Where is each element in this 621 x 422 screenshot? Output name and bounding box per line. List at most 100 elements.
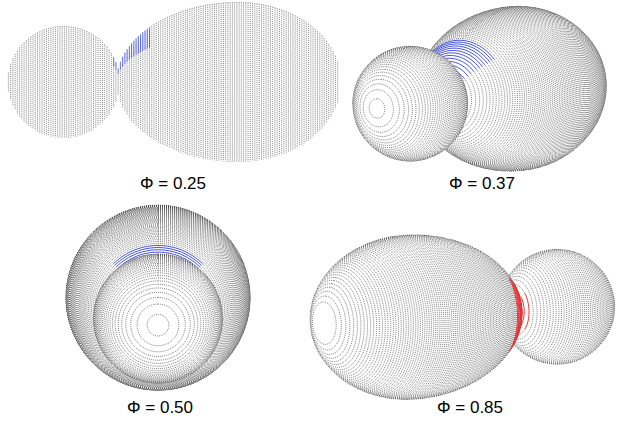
ring-mask: [46, 29, 47, 136]
ring-line: [70, 215, 245, 389]
surface-ring: [272, 7, 273, 158]
ring-line: [118, 73, 119, 95]
surface-ring: [72, 217, 244, 388]
ring-mask: [353, 62, 425, 151]
surface-ring: [111, 53, 112, 111]
surface-ring: [73, 218, 243, 387]
ring-line: [104, 44, 105, 120]
surface-ring: [324, 38, 325, 126]
surface-ring: [17, 50, 18, 113]
ring-mask: [337, 61, 338, 102]
ring-mask: [101, 265, 215, 378]
ring-line: [131, 58, 132, 121]
ring-line: [169, 16, 170, 148]
ring-line: [95, 257, 222, 383]
ring-mask: [259, 4, 260, 161]
ring-mask: [74, 220, 241, 387]
ring-line: [274, 7, 275, 156]
ring-mask: [62, 26, 63, 138]
surface-ring: [26, 40, 27, 124]
ring-mask: [110, 275, 206, 371]
ring-line: [187, 9, 188, 155]
ring-line: [100, 40, 101, 125]
ring-mask: [322, 36, 323, 129]
ring-mask: [207, 5, 208, 160]
ring-mask: [102, 267, 213, 378]
ring-line: [10, 64, 11, 100]
ring-mask: [369, 99, 385, 118]
ring-line: [73, 218, 243, 387]
ring-line: [115, 69, 116, 102]
ring-mask: [66, 207, 250, 390]
surface-ring: [131, 297, 186, 351]
surface-ring: [66, 208, 249, 390]
ring-mask: [66, 208, 249, 390]
star-spot: [136, 38, 137, 54]
ring-mask: [131, 43, 132, 120]
surface-ring: [326, 41, 327, 123]
ring-line: [80, 227, 237, 383]
ring-mask: [66, 207, 250, 390]
surface-ring: [73, 27, 74, 137]
ring-line: [72, 217, 245, 389]
ring-line: [290, 13, 291, 151]
surface-ring: [118, 284, 198, 363]
surface-ring: [59, 26, 60, 138]
ring-line: [33, 35, 34, 129]
ring-line: [207, 5, 208, 160]
ring-line: [281, 10, 282, 155]
ring-line: [82, 230, 234, 381]
ring-line: [68, 212, 247, 390]
ring-mask: [353, 57, 433, 156]
ring-line: [75, 27, 76, 136]
ring-mask: [196, 7, 197, 157]
surface-ring: [311, 277, 361, 367]
surface-ring: [35, 34, 36, 131]
ring-mask: [126, 292, 190, 356]
ring-line: [78, 225, 239, 385]
ring-mask: [354, 69, 416, 145]
phase-label: Φ = 0.25: [140, 174, 206, 194]
surface-ring: [81, 229, 235, 383]
surface-ring: [353, 60, 428, 153]
surface-ring: [243, 2, 244, 162]
ring-line: [160, 20, 161, 144]
surface-ring: [319, 33, 320, 131]
ring-line: [26, 40, 27, 124]
ring-line: [122, 288, 195, 360]
ring-mask: [50, 27, 51, 136]
ring-line: [59, 26, 60, 138]
ring-line: [254, 3, 255, 161]
star-spot: [133, 41, 134, 56]
surface-ring: [232, 2, 233, 162]
ring-mask: [78, 225, 239, 385]
surface-ring: [140, 34, 141, 130]
ring-line: [140, 52, 141, 130]
ring-line: [15, 54, 16, 110]
ring-mask: [333, 51, 334, 113]
surface-ring: [178, 12, 179, 152]
ring-line: [44, 29, 45, 134]
ring-line: [268, 6, 269, 159]
surface-ring: [239, 2, 240, 162]
ring-mask: [295, 15, 296, 148]
ring-mask: [120, 62, 121, 103]
surface-ring: [89, 32, 90, 132]
ring-line: [124, 64, 125, 112]
ring-line: [71, 27, 72, 138]
ring-mask: [129, 46, 130, 118]
ring-line: [174, 14, 175, 150]
surface-ring: [66, 206, 250, 389]
ring-line: [71, 216, 245, 389]
ring-mask: [221, 3, 222, 161]
surface-ring: [138, 36, 139, 128]
surface-ring: [203, 5, 204, 158]
ring-mask: [115, 62, 116, 102]
ring-line: [28, 38, 29, 125]
ring-mask: [113, 57, 114, 107]
ring-line: [46, 29, 47, 136]
surface-ring: [169, 16, 170, 148]
ring-mask: [281, 10, 282, 155]
ring-line: [129, 59, 130, 118]
surface-ring: [75, 221, 241, 386]
